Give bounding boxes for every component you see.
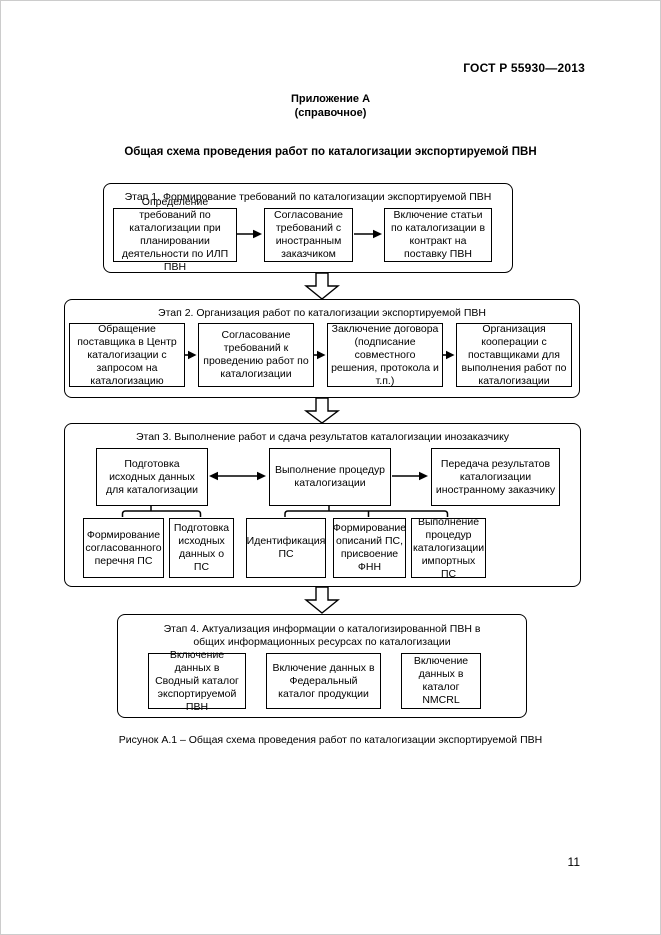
appendix-heading: Приложение А (справочное) xyxy=(0,92,661,120)
stage-3-sub-box-source-data: Подготовка исходных данных о ПС xyxy=(169,518,234,578)
stage-3-sub-box-identification: Идентификация ПС xyxy=(246,518,326,578)
stage-3-title: Этап 3. Выполнение работ и сдача результ… xyxy=(135,431,510,443)
stage-2-title: Этап 2. Организация работ по каталогизац… xyxy=(158,307,486,319)
appendix-subtitle: (справочное) xyxy=(294,107,367,119)
stage-2-box-conclude-contract: Заключение договора (подписание совместн… xyxy=(327,323,443,387)
stage-2-box-organize-cooperation: Организация кооперации с поставщиками дл… xyxy=(456,323,572,387)
stage-1-box-contract-clause: Включение статьи по каталогизации в конт… xyxy=(384,208,492,262)
stage-4-box-nmcrl-catalog: Включение данных в каталог NMCRL xyxy=(401,653,481,709)
down-block-arrow-icon xyxy=(303,397,341,424)
stage-4-box-consolidated-catalog: Включение данных в Сводный каталог экспо… xyxy=(148,649,246,713)
stage-3-box-perform-procedures: Выполнение процедур каталогизации xyxy=(269,448,391,506)
appendix-title: Приложение А xyxy=(290,93,371,105)
stage-1-title: Этап 1. Формирование требований по катал… xyxy=(124,191,492,203)
stage-3-box-prepare-source-data: Подготовка исходных данных для каталогиз… xyxy=(96,448,208,506)
diagram-title: Общая схема проведения работ по каталоги… xyxy=(124,146,537,158)
stage-4-container: Этап 4. Актуализация информации о катало… xyxy=(117,614,527,718)
stage-3-sub-box-descriptions-fnn: Формирование описаний ПС, присвоение ФНН xyxy=(333,518,406,578)
stage-3-sub-box-agreed-list: Формирование согласованного перечня ПС xyxy=(83,518,164,578)
stage-1-box-agree-requirements: Согласование требований с иностранным за… xyxy=(264,208,353,262)
stage-2-box-agree-work-requirements: Согласование требований к проведению раб… xyxy=(198,323,314,387)
down-block-arrow-icon xyxy=(304,272,340,300)
figure-caption: Рисунок А.1 – Общая схема проведения раб… xyxy=(118,734,543,746)
stage-1-box-define-requirements: Определение требований по каталогизации … xyxy=(113,196,237,273)
stage-2-container: Этап 2. Организация работ по каталогизац… xyxy=(64,299,580,398)
stage-2-box-supplier-request: Обращение поставщика в Центр каталогизац… xyxy=(69,323,185,387)
stage-1-container: Этап 1. Формирование требований по катал… xyxy=(103,183,513,273)
stage-3-sub-box-import-procedures: Выполнение процедур каталогизации импорт… xyxy=(411,515,486,580)
stage-3-container: Этап 3. Выполнение работ и сдача результ… xyxy=(64,423,581,587)
doc-number: ГОСТ Р 55930—2013 xyxy=(463,61,585,75)
stage-3-box-transfer-results: Передача результатов каталогизации иност… xyxy=(431,448,560,506)
down-block-arrow-icon xyxy=(304,586,340,614)
stage-4-box-federal-catalog: Включение данных в Федеральный каталог п… xyxy=(266,653,381,709)
stage-4-title: Этап 4. Актуализация информации о катало… xyxy=(163,623,481,648)
page-number: 11 xyxy=(567,855,580,869)
